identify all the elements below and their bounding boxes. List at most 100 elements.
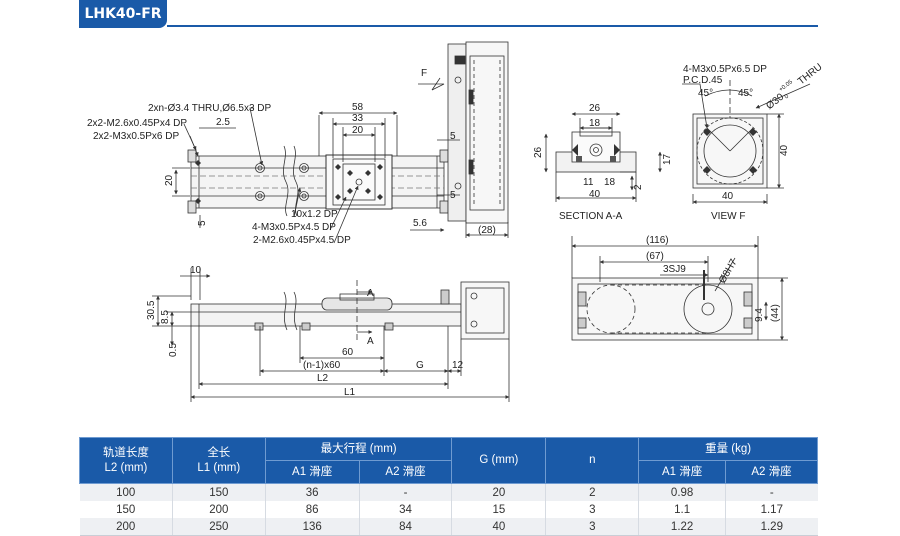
cell-weight-a1: 0.98 (638, 483, 726, 501)
callout-thru-holes: 2xn-Ø3.4 THRU,Ø6.5x3 DP (148, 103, 272, 114)
dim-58: 58 (352, 102, 364, 113)
sec-dim-40: 40 (589, 189, 601, 200)
view-f-label: VIEW F (711, 211, 745, 222)
sec-dim-2: 2 (633, 184, 644, 190)
side-dim-10: 10 (190, 265, 202, 276)
cell-weight-a2: 1.17 (725, 501, 818, 518)
viewf-bore-tol-upper: +0.05 (778, 79, 794, 93)
cell-n: 3 (545, 501, 639, 518)
viewf-dim-40-h: 40 (779, 144, 790, 156)
header-stroke-a2: A2 滑座 (358, 460, 453, 484)
dim-20-rail: 20 (164, 174, 175, 186)
sec-dim-17: 17 (662, 153, 673, 165)
cell-rail-length: 150 (79, 501, 173, 518)
side-dim-g: G (416, 360, 424, 371)
dim-33: 33 (352, 113, 364, 124)
cell-stroke-a2: 84 (358, 518, 452, 536)
header-weight: 重量 (kg) (638, 437, 818, 461)
viewf-callout-pcd: P.C.D.45 (683, 75, 723, 86)
side-dim-12: 12 (452, 360, 464, 371)
title-underline (167, 25, 818, 27)
table-row: 100 150 36 - 20 2 0.98 - (79, 483, 818, 501)
cell-total-length: 150 (171, 483, 266, 501)
cell-stroke-a1: 36 (264, 483, 360, 501)
callout-m3-slider: 4-M3x0.5Px4.5 DP (252, 222, 336, 233)
cell-stroke-a1: 136 (264, 518, 360, 536)
dim-2-5: 2.5 (216, 117, 230, 128)
sec-dim-11: 11 (583, 177, 594, 188)
side-dim-8-5: 8.5 (160, 310, 171, 324)
side-dim-pitch: (n-1)x60 (303, 360, 341, 371)
viewf-dim-40-w: 40 (722, 191, 734, 202)
header-weight-a1: A1 滑座 (638, 460, 727, 484)
table-row: 200 250 136 84 40 3 1.22 1.29 (79, 518, 818, 536)
viewf-bore-thru: THRU (796, 62, 825, 88)
end-dim-3sj9: 3SJ9 (663, 264, 686, 275)
section-mark-bottom: A (367, 336, 374, 347)
side-dim-60: 60 (342, 347, 354, 358)
sec-dim-26: 26 (589, 103, 601, 114)
cell-weight-a1: 1.1 (638, 501, 726, 518)
cell-g: 20 (451, 483, 546, 501)
section-aa-label: SECTION A-A (559, 211, 623, 222)
callout-m26-slider: 2-M2.6x0.45Px4.5 DP (253, 235, 351, 246)
cell-n: 3 (545, 518, 639, 536)
end-dim-67: (67) (646, 251, 664, 262)
end-dim-116: (116) (646, 235, 669, 246)
cell-rail-length: 200 (79, 518, 173, 536)
cell-weight-a1: 1.22 (638, 518, 726, 536)
dim-5-upper: 5 (450, 131, 456, 142)
cell-g: 40 (451, 518, 546, 536)
cell-stroke-a2: - (358, 483, 452, 501)
viewf-angle-b: 45° (738, 88, 753, 99)
dim-5-left: 5 (197, 220, 208, 226)
cell-weight-a2: 1.29 (725, 518, 818, 536)
side-dim-0-5: 0.5 (168, 343, 179, 357)
dim-5-lower: 5 (450, 190, 456, 201)
header-max-stroke: 最大行程 (mm) (264, 437, 453, 461)
dim-20: 20 (352, 125, 364, 136)
end-dim-9-4: 9.4 (754, 308, 765, 322)
cell-weight-a2: - (725, 483, 818, 501)
dim-28: (28) (478, 225, 496, 236)
cell-total-length: 200 (171, 501, 266, 518)
cell-n: 2 (545, 483, 639, 501)
cell-g: 15 (451, 501, 546, 518)
top-view (172, 41, 509, 244)
technical-drawing: 2xn-Ø3.4 THRU,Ø6.5x3 DP 2x2-M2.6x0.45Px4… (87, 41, 825, 402)
sec-dim-18b: 18 (604, 177, 616, 188)
cell-total-length: 250 (171, 518, 266, 536)
side-dim-l2: L2 (317, 373, 329, 384)
sec-dim-18: 18 (589, 118, 601, 129)
callout-10x12: 10x1.2 DP (291, 209, 338, 220)
callout-m26-holes: 2x2-M2.6x0.45Px4 DP (87, 118, 187, 129)
cell-rail-length: 100 (79, 483, 173, 501)
view-f (682, 80, 811, 204)
viewf-bore-tol-lower: 0 (784, 93, 791, 100)
cell-stroke-a1: 86 (264, 501, 360, 518)
viewf-angle-a: 45° (698, 88, 713, 99)
viewf-bore: Ø30 (764, 91, 786, 112)
end-view (571, 236, 788, 341)
end-dim-44: (44) (770, 304, 781, 322)
side-dim-30-5: 30.5 (146, 300, 157, 320)
header-weight-a2: A2 滑座 (725, 460, 818, 484)
section-mark-top: A (367, 288, 374, 299)
callout-m3-holes: 2x2-M3x0.5Px6 DP (93, 131, 179, 142)
cell-stroke-a2: 34 (358, 501, 452, 518)
view-f-arrow-label: F (421, 68, 427, 79)
side-dim-l1: L1 (344, 387, 356, 398)
header-n: n (545, 437, 640, 484)
viewf-callout-m3: 4-M3x0.5Px6.5 DP (683, 64, 767, 75)
dim-5-6: 5.6 (413, 218, 427, 229)
model-title: LHK40-FR (79, 0, 167, 28)
section-aa-view (544, 112, 662, 202)
side-view (152, 268, 510, 402)
table-row: 150 200 86 34 15 3 1.1 1.17 (79, 501, 818, 518)
sec-dim-26-h: 26 (533, 146, 544, 158)
header-g: G (mm) (451, 437, 547, 484)
header-stroke-a1: A1 滑座 (264, 460, 360, 484)
